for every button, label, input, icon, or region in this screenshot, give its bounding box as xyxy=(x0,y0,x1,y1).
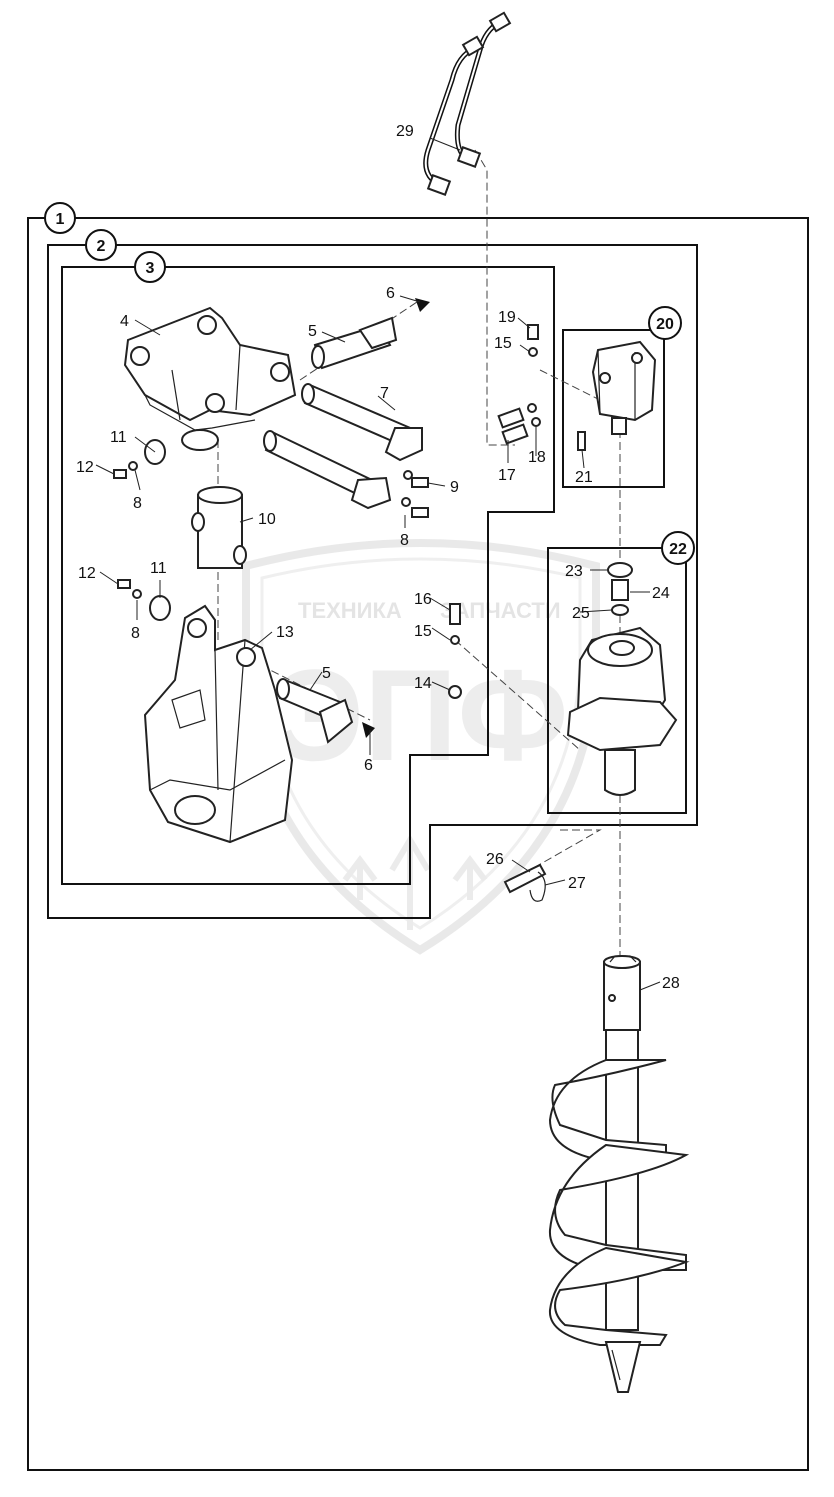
label-6-top: 6 xyxy=(386,285,395,302)
label-8-right: 8 xyxy=(400,532,409,549)
watermark-logo: ЭПФ xyxy=(272,642,569,788)
pin-icon xyxy=(311,316,398,370)
part-labels: 29 4 5 6 7 11 12 8 9 8 10 12 11 8 13 5 6… xyxy=(76,123,680,992)
pin-icon xyxy=(263,383,423,510)
label-29: 29 xyxy=(396,123,414,140)
label-4: 4 xyxy=(120,313,129,330)
leader-lines xyxy=(95,137,661,991)
label-6-bottom: 6 xyxy=(364,757,373,774)
hose-icon xyxy=(423,11,512,196)
label-15-lower: 15 xyxy=(414,623,432,640)
group-label-20: 20 xyxy=(656,316,674,333)
washer-set xyxy=(113,439,171,621)
sleeve-icon xyxy=(191,486,247,569)
label-12-top: 12 xyxy=(76,459,94,476)
group-box-2: 2 xyxy=(47,229,698,919)
label-12-bottom: 12 xyxy=(78,565,96,582)
label-21: 21 xyxy=(575,469,593,486)
label-16: 16 xyxy=(414,591,432,608)
label-5-top: 5 xyxy=(308,323,317,340)
label-27: 27 xyxy=(568,875,586,892)
label-8-left: 8 xyxy=(133,495,142,512)
label-26: 26 xyxy=(486,851,504,868)
bracket-icon xyxy=(123,306,297,451)
bracket-icon xyxy=(143,604,294,844)
label-11-bottom: 11 xyxy=(150,560,167,577)
group-label-3: 3 xyxy=(146,260,155,277)
group-label-22: 22 xyxy=(669,541,687,558)
bolt-set xyxy=(401,470,429,518)
pin-icon xyxy=(276,678,354,744)
gearbox-icon xyxy=(566,562,678,796)
label-10: 10 xyxy=(258,511,276,528)
label-7: 7 xyxy=(380,385,389,402)
group-box-22: 22 xyxy=(547,531,695,814)
label-19: 19 xyxy=(498,309,516,326)
label-17: 17 xyxy=(498,467,516,484)
group-box-20: 20 xyxy=(562,306,682,488)
label-24: 24 xyxy=(652,585,670,602)
label-5-bottom: 5 xyxy=(322,665,331,682)
group-box-3: 3 xyxy=(61,251,555,885)
label-23: 23 xyxy=(565,563,583,580)
label-18: 18 xyxy=(528,449,546,466)
label-9: 9 xyxy=(450,479,459,496)
fastener-set xyxy=(448,603,462,699)
label-8-bottom: 8 xyxy=(131,625,140,642)
group-box-1: 1 xyxy=(27,202,809,1471)
label-14: 14 xyxy=(414,675,432,692)
label-25: 25 xyxy=(572,605,590,622)
label-15-upper: 15 xyxy=(494,335,512,352)
gear-motor-icon xyxy=(577,340,657,451)
label-11-top: 11 xyxy=(110,429,127,446)
group-label-1: 1 xyxy=(56,211,65,228)
watermark-text-left: ТЕХНИКА xyxy=(298,598,402,623)
auger-icon xyxy=(548,955,690,1393)
label-13: 13 xyxy=(276,624,294,641)
fitting-set xyxy=(497,324,541,445)
group-label-2: 2 xyxy=(97,238,106,255)
label-28: 28 xyxy=(662,975,680,992)
